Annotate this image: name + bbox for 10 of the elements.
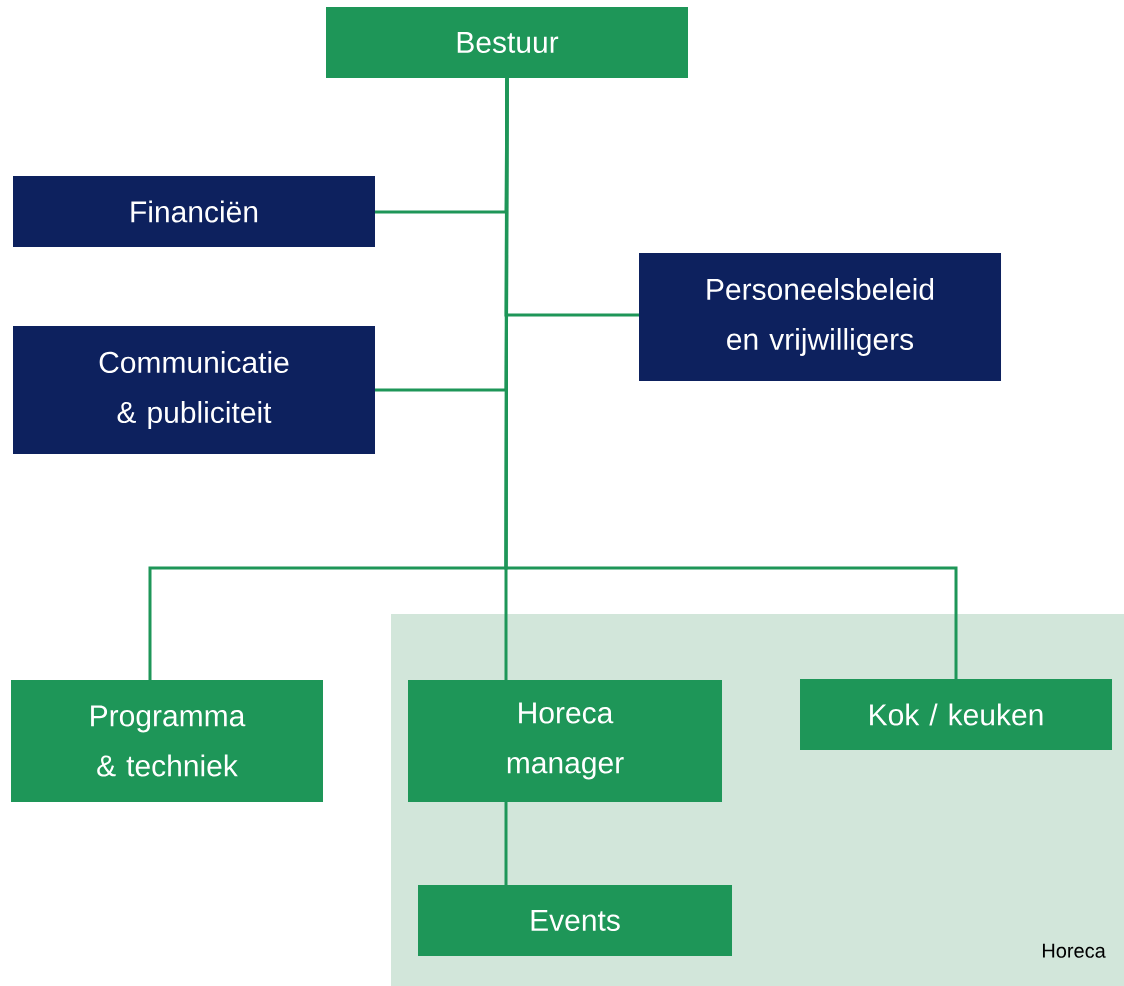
org-box: Personeelsbeleid en vrijwilligers xyxy=(639,253,1001,381)
org-box: Programma & techniek xyxy=(11,680,323,802)
org-box: Events xyxy=(418,885,732,956)
org-box: Kok / keuken xyxy=(800,679,1112,750)
org-box: Communicatie & publiciteit xyxy=(13,326,375,454)
connector xyxy=(504,802,508,885)
org-box: Horeca manager xyxy=(408,680,722,802)
org-box: Bestuur xyxy=(326,7,688,78)
connector xyxy=(504,78,958,679)
org-box: Financiën xyxy=(13,176,375,247)
